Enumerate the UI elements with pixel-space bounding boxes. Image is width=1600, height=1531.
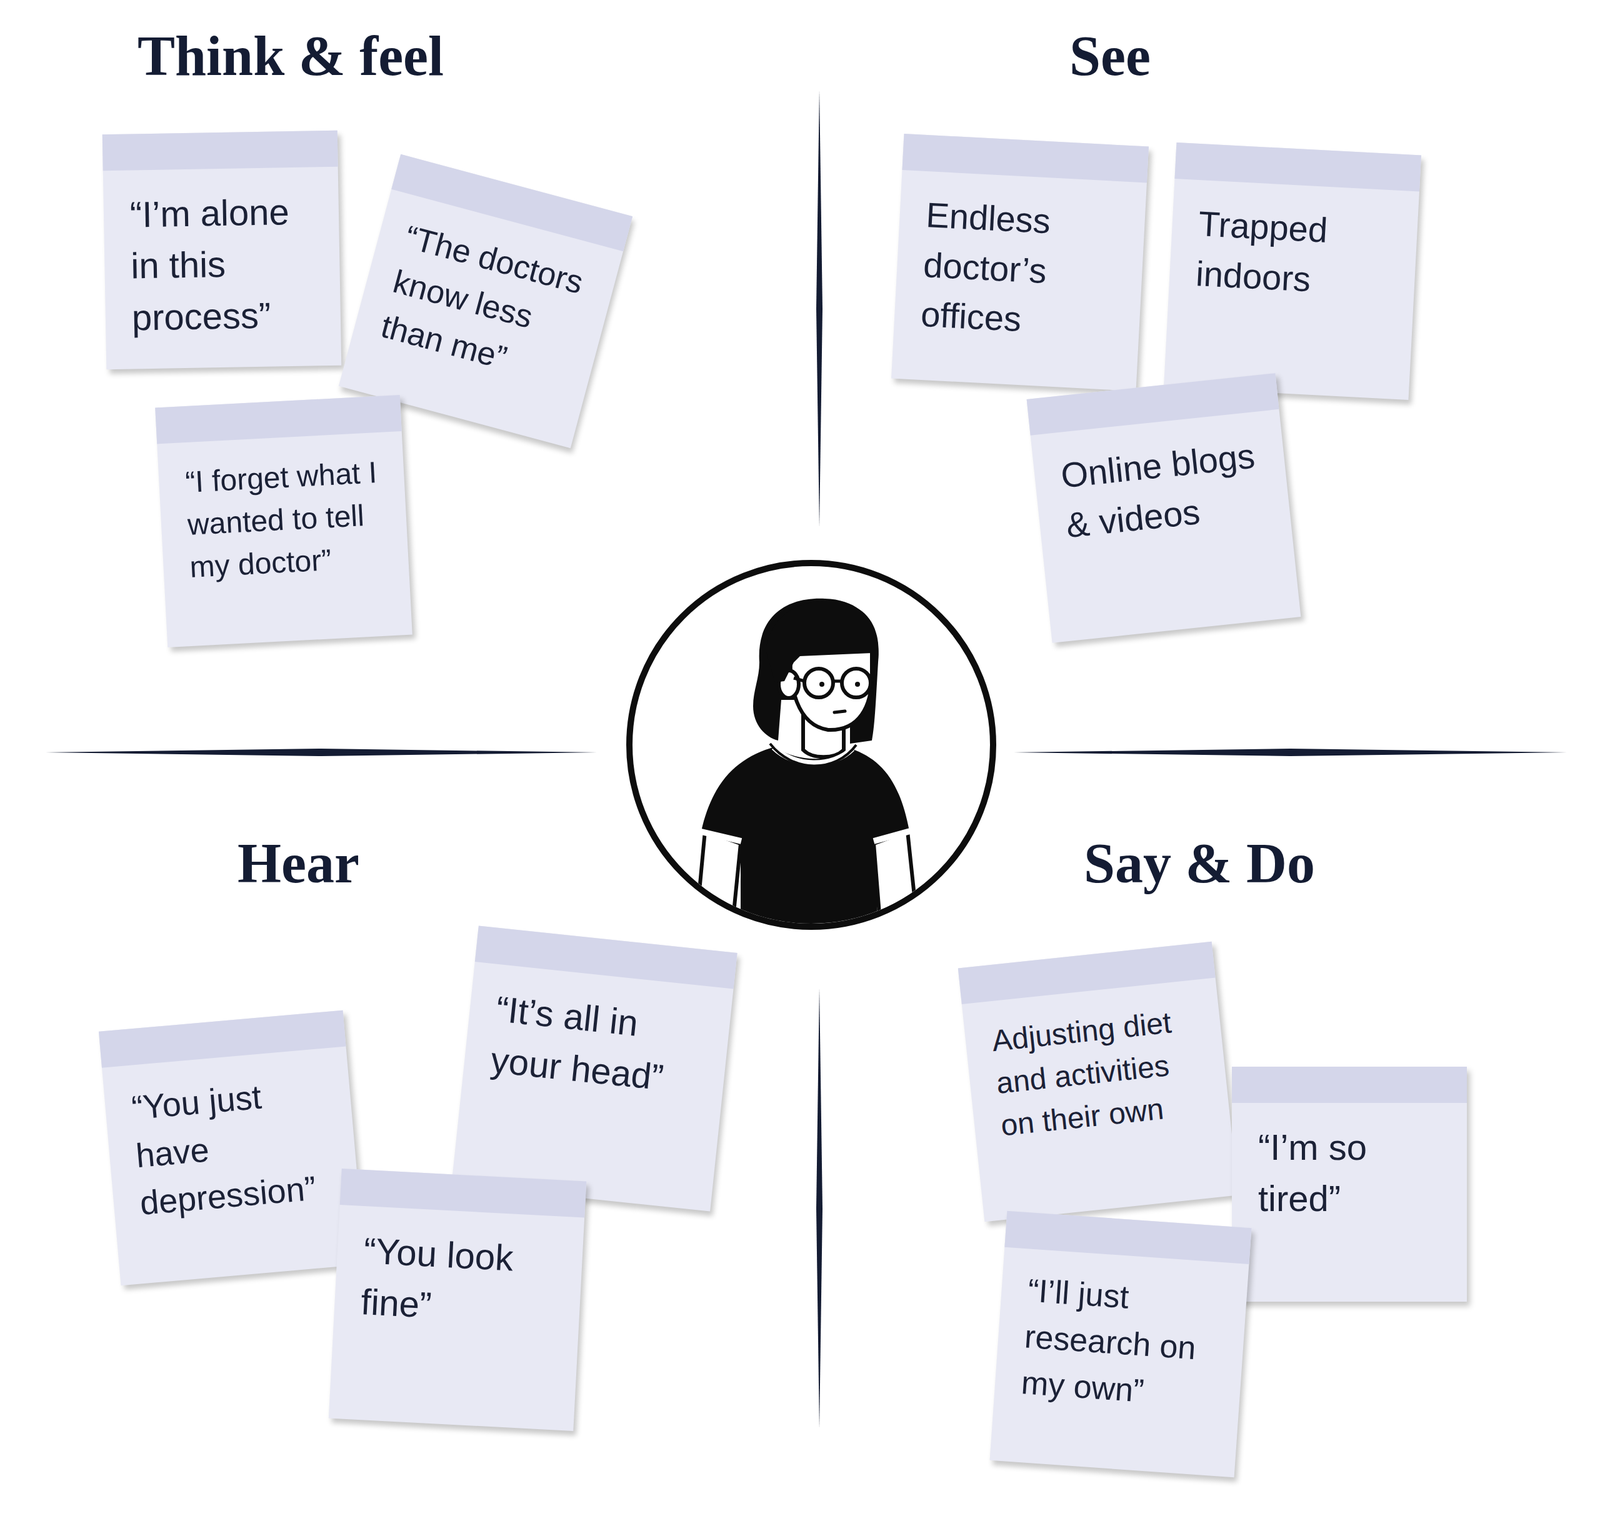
sticky-note: “It’s all in your head” xyxy=(451,925,737,1212)
note-text: Endless doctor’s offices xyxy=(919,190,1127,350)
sticky-note: Adjusting diet and activities on their o… xyxy=(958,941,1239,1222)
note-text: “I’m alone in this process” xyxy=(129,185,322,344)
axis-line xyxy=(816,988,823,1429)
sticky-note: Trapped indoors xyxy=(1163,142,1422,400)
sticky-note: “You look fine” xyxy=(328,1168,587,1432)
sticky-note: “I’m alone in this process” xyxy=(102,130,342,370)
note-band xyxy=(155,395,402,444)
axis-line xyxy=(1013,748,1567,757)
sticky-note: “I’m so tired” xyxy=(1231,1066,1467,1302)
note-text: “I’ll just research on my own” xyxy=(1020,1268,1230,1420)
note-text: “I’m so tired” xyxy=(1258,1121,1449,1225)
sticky-note: “I’ll just research on my own” xyxy=(990,1211,1252,1478)
note-text: Adjusting diet and activities on their o… xyxy=(990,998,1213,1147)
note-band xyxy=(1004,1211,1252,1265)
note-band xyxy=(102,130,339,172)
note-text: “It’s all in your head” xyxy=(488,983,713,1109)
axis-line xyxy=(816,90,823,528)
sticky-note: Online blogs & videos xyxy=(1026,373,1302,644)
note-text: “I forget what I wanted to tell my docto… xyxy=(184,450,391,589)
note-band xyxy=(475,925,738,989)
quadrant-heading: Think & feel xyxy=(137,23,444,89)
note-band xyxy=(1174,142,1421,192)
note-band xyxy=(1231,1066,1467,1104)
note-text: Trapped indoors xyxy=(1195,198,1400,309)
note-band xyxy=(901,133,1149,183)
sticky-note: “You just have depression” xyxy=(98,1010,365,1287)
persona-illustration xyxy=(695,598,919,938)
note-band xyxy=(98,1010,347,1069)
note-text: “The doctors know less than me” xyxy=(376,214,601,399)
note-band xyxy=(958,941,1216,1005)
quadrant-heading: Hear xyxy=(237,831,360,896)
axis-line xyxy=(45,748,597,757)
sticky-note: “I forget what I wanted to tell my docto… xyxy=(155,395,413,648)
quadrant-heading: Say & Do xyxy=(1083,831,1315,896)
note-text: “You look fine” xyxy=(359,1225,565,1339)
note-text: Online blogs & videos xyxy=(1058,430,1274,550)
note-text: “You just have depression” xyxy=(129,1066,342,1228)
quadrant-heading: See xyxy=(1069,23,1151,89)
sticky-note: Endless doctor’s offices xyxy=(891,133,1149,392)
